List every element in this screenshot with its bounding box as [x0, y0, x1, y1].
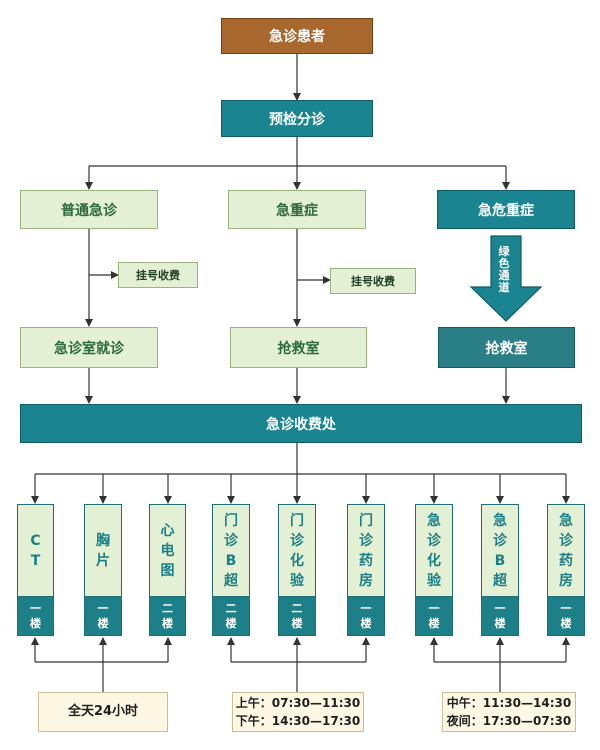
hours-er-night: 夜间：17:30—07:30	[446, 714, 572, 728]
dept-name: 门诊化验	[290, 512, 304, 589]
triage-node: 预检分诊	[221, 100, 373, 137]
dept-ct-floor: 一楼	[17, 596, 54, 636]
dept-ecg: 心电图	[149, 504, 186, 596]
dept-clinic-lab: 门诊化验	[278, 504, 316, 596]
dept-name: 急诊药房	[559, 512, 573, 589]
dept-er-lab-floor: 一楼	[415, 596, 453, 636]
hours-clinic-afternoon: 下午：14:30—17:30	[235, 714, 361, 728]
dept-clinic-ultrasound-floor: 二楼	[212, 596, 250, 636]
dept-er-ultrasound-floor: 一楼	[481, 596, 519, 636]
dept-clinic-lab-floor: 二楼	[278, 596, 316, 636]
dept-chest-xray-floor: 一楼	[84, 596, 122, 636]
dept-name: 胸片	[96, 532, 110, 569]
dept-name: 门诊药房	[359, 512, 373, 589]
dept-name: 门诊B超	[224, 512, 238, 589]
dept-ecg-floor: 二楼	[149, 596, 186, 636]
er-cashier-node: 急诊收费处	[20, 404, 582, 443]
critical-node: 急危重症	[437, 190, 575, 229]
dept-er-ultrasound: 急诊B超	[481, 504, 519, 596]
general-er-node: 普通急诊	[20, 190, 158, 229]
dept-clinic-pharmacy-floor: 一楼	[347, 596, 385, 636]
er-visit-node: 急诊室就诊	[20, 327, 158, 368]
dept-name: 急诊化验	[427, 512, 441, 589]
severe-node: 急重症	[228, 190, 366, 229]
rescue-room-mid: 抢救室	[230, 327, 367, 368]
dept-clinic-ultrasound: 门诊B超	[212, 504, 250, 596]
dept-ct: CT	[17, 504, 54, 596]
dept-clinic-pharmacy: 门诊药房	[347, 504, 385, 596]
dept-name: 急诊B超	[493, 512, 507, 589]
register-fee-mid: 挂号收费	[330, 268, 416, 294]
patient-node: 急诊患者	[221, 18, 373, 54]
dept-chest-xray: 胸片	[84, 504, 122, 596]
register-fee-left: 挂号收费	[118, 262, 198, 288]
dept-name: CT	[30, 532, 41, 569]
hours-er-noon: 中午：11:30—14:30	[446, 696, 572, 710]
green-channel-arrow	[469, 235, 543, 322]
rescue-room-right: 抢救室	[438, 327, 575, 368]
hours-er: 中午：11:30—14:30 夜间：17:30—07:30	[442, 692, 576, 732]
green-channel-label: 绿色通道	[498, 245, 510, 294]
dept-name: 心电图	[160, 522, 175, 579]
hours-clinic: 上午：07:30—11:30 下午：14:30—17:30	[232, 692, 364, 732]
dept-er-lab: 急诊化验	[415, 504, 453, 596]
dept-er-pharmacy: 急诊药房	[547, 504, 585, 596]
hours-clinic-morning: 上午：07:30—11:30	[235, 696, 361, 710]
hours-all-day: 全天24小时	[38, 692, 168, 732]
dept-er-pharmacy-floor: 一楼	[547, 596, 585, 636]
